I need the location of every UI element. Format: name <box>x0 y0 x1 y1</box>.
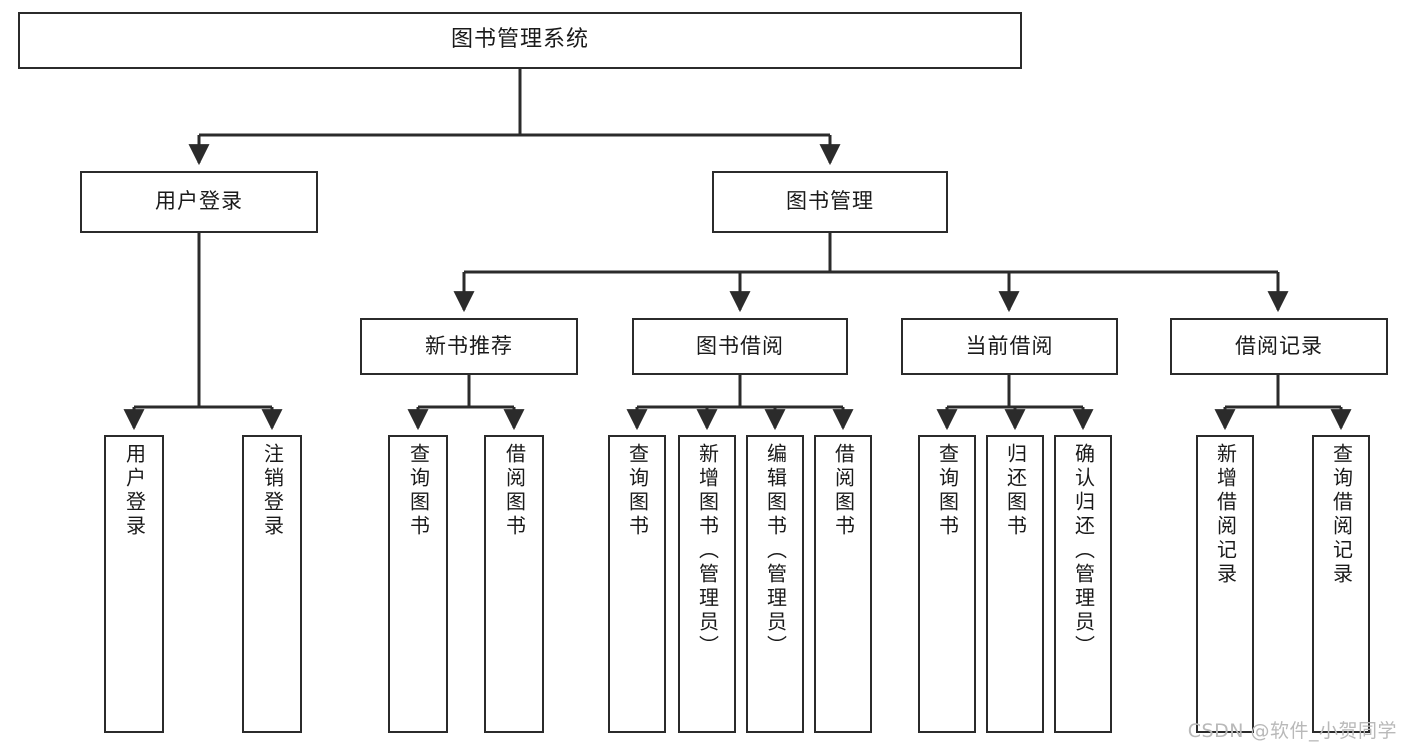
node-leaf-query-books-recommend-label: 查询图书 <box>406 443 431 539</box>
node-current-borrow[interactable]: 当前借阅 <box>901 318 1118 375</box>
node-root[interactable]: 图书管理系统 <box>18 12 1022 69</box>
node-leaf-add-book-admin[interactable]: 新增图书（管理员） <box>678 435 736 733</box>
node-leaf-query-books-current[interactable]: 查询图书 <box>918 435 976 733</box>
node-leaf-query-borrow-record[interactable]: 查询借阅记录 <box>1312 435 1370 733</box>
node-leaf-query-books-current-label: 查询图书 <box>935 443 960 539</box>
node-leaf-user-login-label: 用户登录 <box>122 443 147 539</box>
node-leaf-borrow-books-borrow[interactable]: 借阅图书 <box>814 435 872 733</box>
node-leaf-return-books[interactable]: 归还图书 <box>986 435 1044 733</box>
node-leaf-borrow-books-borrow-label: 借阅图书 <box>831 443 856 539</box>
node-leaf-return-books-label: 归还图书 <box>1003 443 1028 539</box>
node-leaf-add-borrow-record-label: 新增借阅记录 <box>1213 443 1238 587</box>
node-new-book-recommend-label: 新书推荐 <box>425 333 513 358</box>
node-book-borrow-label: 图书借阅 <box>696 333 784 358</box>
node-leaf-add-book-admin-label: 新增图书（管理员） <box>695 443 720 659</box>
node-leaf-query-borrow-record-label: 查询借阅记录 <box>1329 443 1354 587</box>
node-leaf-user-login[interactable]: 用户登录 <box>104 435 164 733</box>
node-leaf-edit-book-admin-label: 编辑图书（管理员） <box>763 443 788 659</box>
node-new-book-recommend[interactable]: 新书推荐 <box>360 318 578 375</box>
node-book-management-label: 图书管理 <box>786 189 874 214</box>
node-leaf-borrow-books-recommend[interactable]: 借阅图书 <box>484 435 544 733</box>
node-user-login-label: 用户登录 <box>155 189 243 214</box>
node-borrow-records-label: 借阅记录 <box>1235 333 1323 358</box>
node-leaf-query-books-recommend[interactable]: 查询图书 <box>388 435 448 733</box>
node-leaf-logout[interactable]: 注销登录 <box>242 435 302 733</box>
node-user-login[interactable]: 用户登录 <box>80 171 318 233</box>
node-leaf-edit-book-admin[interactable]: 编辑图书（管理员） <box>746 435 804 733</box>
watermark: CSDN @软件_小贺同学 <box>1187 720 1397 742</box>
node-current-borrow-label: 当前借阅 <box>965 333 1054 358</box>
node-leaf-confirm-return-admin[interactable]: 确认归还（管理员） <box>1054 435 1112 733</box>
node-leaf-add-borrow-record[interactable]: 新增借阅记录 <box>1196 435 1254 733</box>
node-leaf-borrow-books-recommend-label: 借阅图书 <box>502 443 527 539</box>
node-book-borrow[interactable]: 图书借阅 <box>632 318 848 375</box>
node-root-label: 图书管理系统 <box>450 27 589 53</box>
node-leaf-query-books-borrow-label: 查询图书 <box>625 443 650 539</box>
node-book-management[interactable]: 图书管理 <box>712 171 948 233</box>
node-leaf-query-books-borrow[interactable]: 查询图书 <box>608 435 666 733</box>
node-leaf-logout-label: 注销登录 <box>260 443 285 539</box>
node-borrow-records[interactable]: 借阅记录 <box>1170 318 1388 375</box>
node-leaf-confirm-return-admin-label: 确认归还（管理员） <box>1071 443 1096 659</box>
